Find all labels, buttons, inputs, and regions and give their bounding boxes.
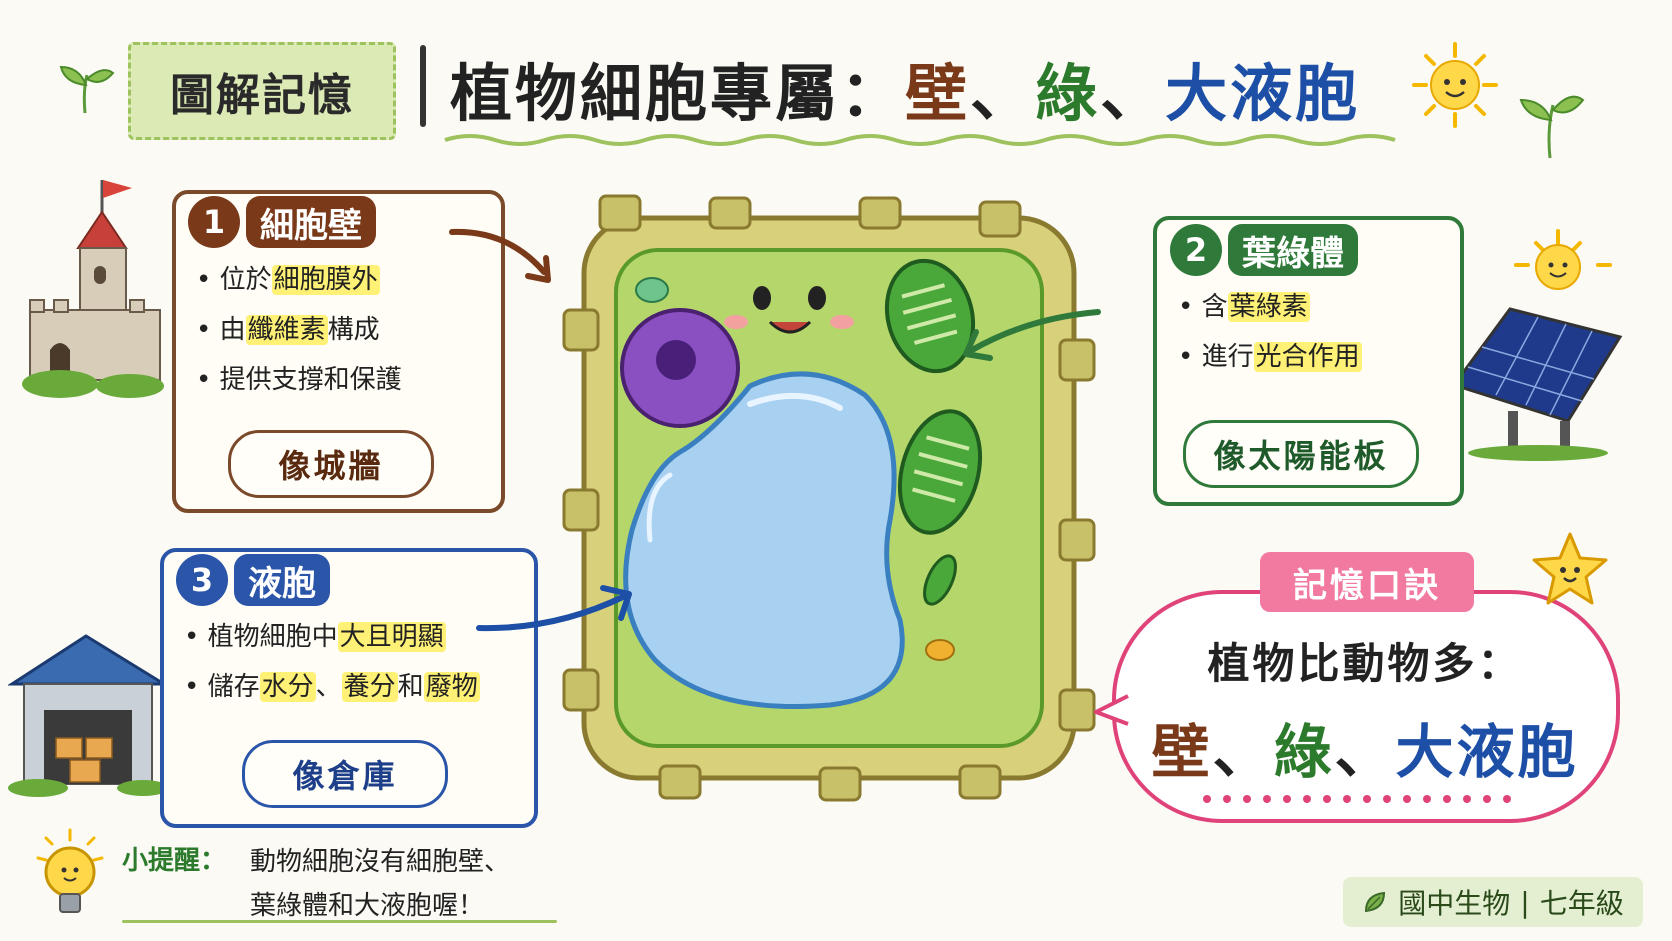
title-vacuole: 大液胞 bbox=[1165, 57, 1361, 130]
tip-line: 動物細胞沒有細胞壁、 bbox=[250, 847, 511, 877]
cell-wall-analogy: 像城牆 bbox=[228, 430, 434, 498]
plant-cell-diagram bbox=[562, 194, 1096, 802]
tip-underline bbox=[122, 920, 557, 923]
leaf-icon bbox=[1365, 891, 1386, 913]
lightbulb-icon bbox=[36, 828, 104, 913]
cell-wall-heading: 細胞壁 bbox=[246, 196, 376, 248]
header-tag: 圖解記憶 bbox=[128, 42, 396, 140]
mnemonic-pointer bbox=[1094, 694, 1129, 726]
tip-text: 動物細胞沒有細胞壁、 葉綠體和大液胞喔！ bbox=[250, 840, 510, 928]
vacuole-analogy: 像倉庫 bbox=[242, 740, 448, 808]
mnemonic-line-1: 植物比動物多： bbox=[1207, 639, 1523, 688]
cell-wall-bullets: • 位於細胞膜外 • 由纖維素構成 • 提供支撐和保護 bbox=[196, 255, 402, 405]
chloroplast-bullets: • 含葉綠素 • 進行光合作用 bbox=[1178, 282, 1362, 382]
castle-icon bbox=[22, 180, 164, 398]
mnemonic-dots bbox=[1203, 795, 1511, 803]
chloroplast-heading: 葉綠體 bbox=[1228, 224, 1358, 276]
cell-wall-number-badge: 1 bbox=[188, 196, 240, 248]
solar-panel-icon bbox=[1451, 229, 1623, 461]
star-icon bbox=[1532, 532, 1608, 605]
vacuole-number-badge: 3 bbox=[176, 554, 228, 606]
grade-subject: 國中生物 bbox=[1398, 887, 1511, 920]
list-item: • 提供支撐和保護 bbox=[196, 365, 402, 395]
grade-level: 七年級 bbox=[1539, 887, 1624, 920]
list-item: • 儲存水分、養分和廢物 bbox=[184, 672, 480, 702]
title-wall: 壁 bbox=[905, 57, 971, 130]
arrow-to-vacuole bbox=[476, 585, 632, 632]
tip-line: 葉綠體和大液胞喔！ bbox=[250, 891, 485, 921]
title-main: 植物細胞專屬： bbox=[450, 57, 906, 130]
mnemonic-wall: 壁 bbox=[1151, 718, 1213, 786]
title-sep: 、 bbox=[970, 57, 1036, 130]
list-item: • 由纖維素構成 bbox=[196, 315, 380, 345]
title-underline bbox=[444, 134, 1396, 146]
warehouse-icon bbox=[8, 634, 168, 797]
list-item: • 含葉綠素 bbox=[1178, 292, 1310, 322]
list-item: • 進行光合作用 bbox=[1178, 342, 1362, 372]
page-title: 植物細胞專屬： 壁 、 綠 、 大液胞 bbox=[450, 38, 1360, 138]
chloroplast-analogy: 像太陽能板 bbox=[1183, 420, 1419, 488]
list-item: • 植物細胞中大且明顯 bbox=[184, 622, 446, 652]
mnemonic-green: 綠 bbox=[1273, 718, 1335, 786]
list-item: • 位於細胞膜外 bbox=[196, 265, 380, 295]
chloroplast bbox=[884, 258, 976, 374]
mnemonic-tag: 記憶口訣 bbox=[1260, 552, 1474, 612]
chloroplast-number-badge: 2 bbox=[1170, 224, 1222, 276]
sprout-icon bbox=[59, 65, 115, 114]
title-green: 綠 bbox=[1035, 57, 1101, 130]
tip-label: 小提醒： bbox=[122, 846, 227, 876]
grade-badge: 國中生物 | 七年級 bbox=[1343, 877, 1643, 927]
vacuole-bullets: • 植物細胞中大且明顯 • 儲存水分、養分和廢物 bbox=[184, 612, 480, 712]
arrow-to-cell-wall bbox=[449, 228, 551, 283]
mnemonic-line-2: 壁、綠、大液胞 bbox=[1151, 718, 1579, 786]
sun-icon bbox=[1412, 42, 1498, 128]
title-sep: 、 bbox=[1100, 57, 1166, 130]
mnemonic-vacuole: 大液胞 bbox=[1395, 718, 1579, 786]
central-vacuole bbox=[623, 371, 905, 710]
vacuole-heading: 液胞 bbox=[234, 554, 330, 606]
sprout-icon bbox=[1519, 95, 1585, 159]
chloroplast bbox=[897, 409, 983, 535]
grade-separator: | bbox=[1520, 885, 1530, 919]
arrow-to-chloroplast bbox=[963, 309, 1101, 361]
title-divider bbox=[420, 45, 426, 127]
